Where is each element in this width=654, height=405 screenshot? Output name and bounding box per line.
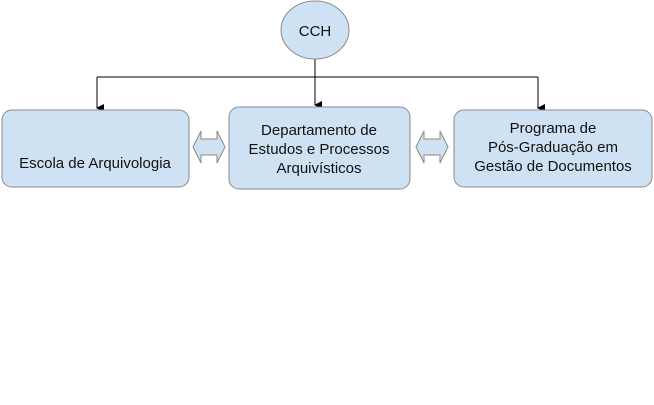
node-departamento-line-2: Estudos e Processos — [249, 141, 390, 158]
double-arrow-left — [192, 130, 226, 164]
node-departamento-line-1: Departamento de — [261, 122, 377, 139]
node-programa-line-1: Programa de — [510, 120, 597, 137]
node-programa-line-3: Gestão de Documentos — [474, 158, 632, 175]
node-cch-label: CCH — [299, 23, 332, 40]
connectors — [96, 59, 545, 112]
node-departamento-line-3: Arquivísticos — [276, 160, 361, 177]
node-programa: Programa de Pós-Graduação em Gestão de D… — [453, 109, 653, 188]
node-departamento: Departamento de Estudos e Processos Arqu… — [228, 106, 411, 190]
node-cch: CCH — [280, 0, 350, 60]
double-arrow-right — [415, 130, 449, 164]
node-escola-label: Escola de Arquivologia — [19, 155, 171, 172]
node-escola: Escola de Arquivologia — [1, 109, 190, 188]
node-programa-line-2: Pós-Graduação em — [488, 139, 618, 156]
